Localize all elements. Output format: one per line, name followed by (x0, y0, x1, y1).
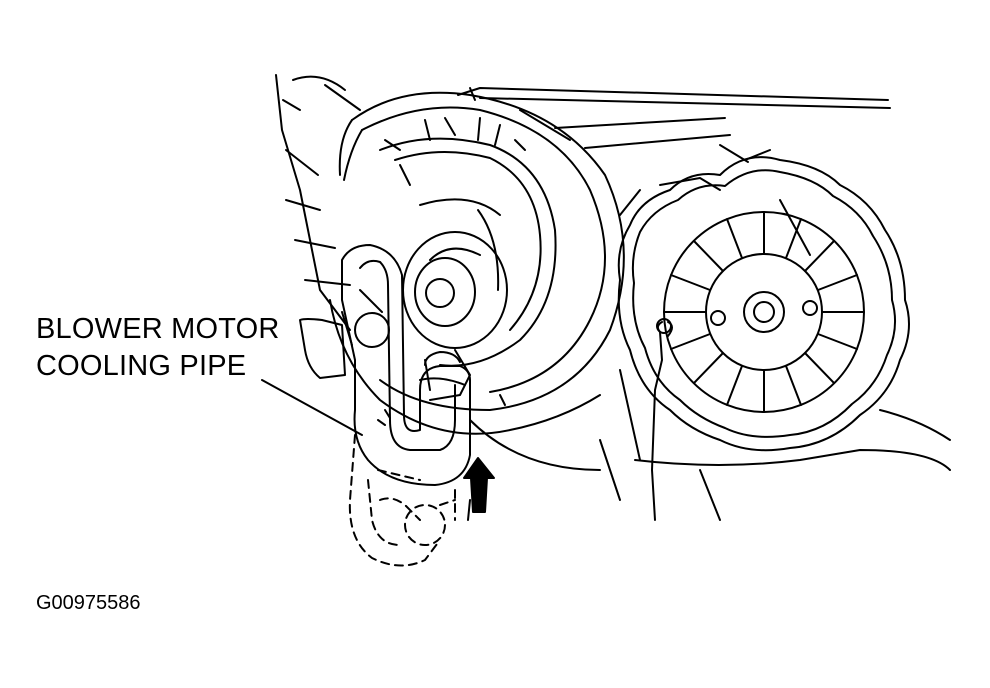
blower-housing (276, 75, 950, 520)
callout-label-line-2: COOLING PIPE (36, 350, 247, 382)
cooling-pipe (300, 245, 470, 485)
callout-leader-line (262, 380, 362, 435)
figure-id: G00975586 (36, 592, 141, 614)
blower-fan-assembly (619, 157, 909, 520)
removal-direction-arrow (464, 458, 494, 520)
cooling-pipe-removed-position (350, 435, 455, 566)
callout-label-line-1: BLOWER MOTOR (36, 313, 280, 345)
